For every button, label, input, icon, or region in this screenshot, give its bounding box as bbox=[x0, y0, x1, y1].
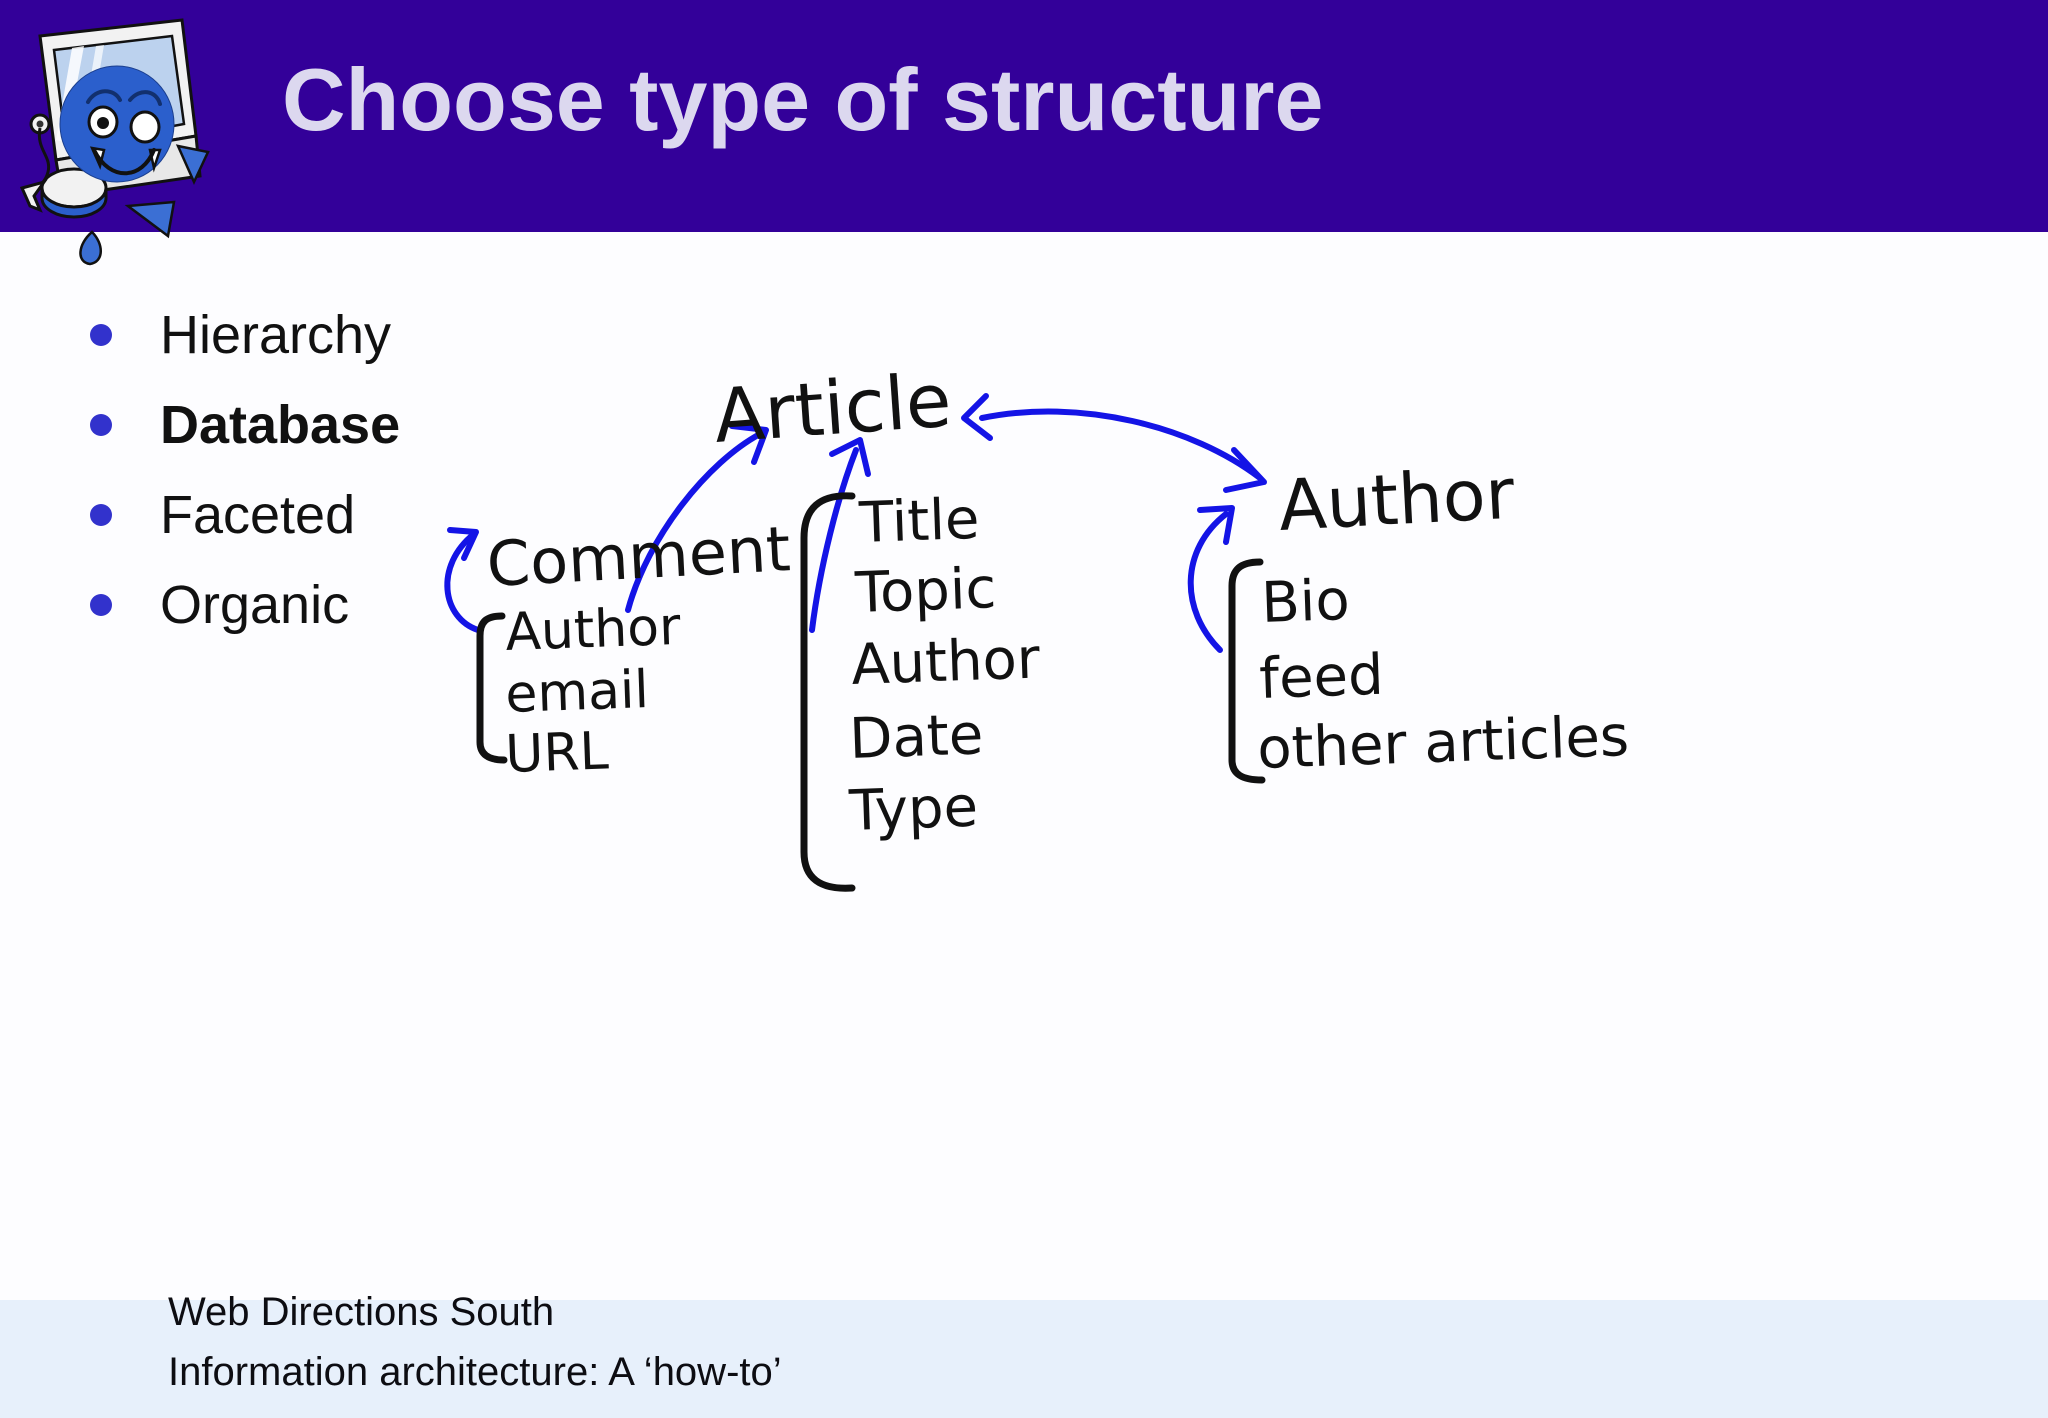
entity-author-label: Author bbox=[1277, 453, 1517, 547]
bullet-dot-icon bbox=[90, 594, 112, 616]
attribute-item: URL bbox=[504, 721, 609, 785]
list-item[interactable]: Database bbox=[90, 380, 650, 470]
bullet-dot-icon bbox=[90, 324, 112, 346]
attribute-item: email bbox=[504, 660, 649, 725]
attribute-item: Bio bbox=[1260, 568, 1350, 636]
list-item[interactable]: Hierarchy bbox=[90, 290, 650, 380]
page-title: Choose type of structure bbox=[282, 50, 1324, 149]
structure-type-list: Hierarchy Database Faceted Organic bbox=[90, 290, 650, 650]
list-item[interactable]: Organic bbox=[90, 560, 650, 650]
bullet-dot-icon bbox=[90, 414, 112, 436]
article-attribute-group: Title Topic Author Date Type bbox=[800, 487, 1042, 892]
attribute-item: Author bbox=[850, 626, 1042, 698]
attribute-item: other articles bbox=[1256, 704, 1630, 782]
list-item-label: Faceted bbox=[160, 485, 356, 545]
list-item-label: Database bbox=[160, 395, 401, 455]
computer-character-mascot-icon bbox=[0, 0, 250, 270]
relation-arrows bbox=[444, 393, 1267, 653]
entity-article-label: Article bbox=[711, 358, 954, 460]
comment-attribute-group: Author email URL bbox=[476, 597, 682, 785]
entity-labels: Article Comment Author bbox=[485, 358, 1516, 601]
attribute-item: Author bbox=[504, 597, 682, 663]
slide-footer: Web Directions South Information archite… bbox=[0, 1290, 2048, 1418]
attribute-item: feed bbox=[1258, 643, 1384, 712]
footer-conference-name: Web Directions South bbox=[168, 1290, 555, 1334]
attribute-item: Date bbox=[848, 702, 984, 772]
title-banner: Choose type of structure bbox=[0, 0, 2048, 232]
footer-talk-title: Information architecture: A ‘how-to’ bbox=[168, 1350, 782, 1394]
list-item-label: Hierarchy bbox=[160, 305, 392, 365]
author-attribute-group: Bio feed other articles bbox=[1228, 558, 1630, 784]
list-item-label: Organic bbox=[160, 575, 350, 635]
attribute-item: Type bbox=[847, 775, 979, 844]
attribute-item: Topic bbox=[853, 556, 997, 626]
list-item[interactable]: Faceted bbox=[90, 470, 650, 560]
bullet-dot-icon bbox=[90, 504, 112, 526]
entity-comment-label: Comment bbox=[485, 512, 792, 601]
attribute-item: Title bbox=[857, 487, 980, 556]
entity-relationship-sketch: Article Comment Author Author email URL … bbox=[444, 330, 2000, 980]
